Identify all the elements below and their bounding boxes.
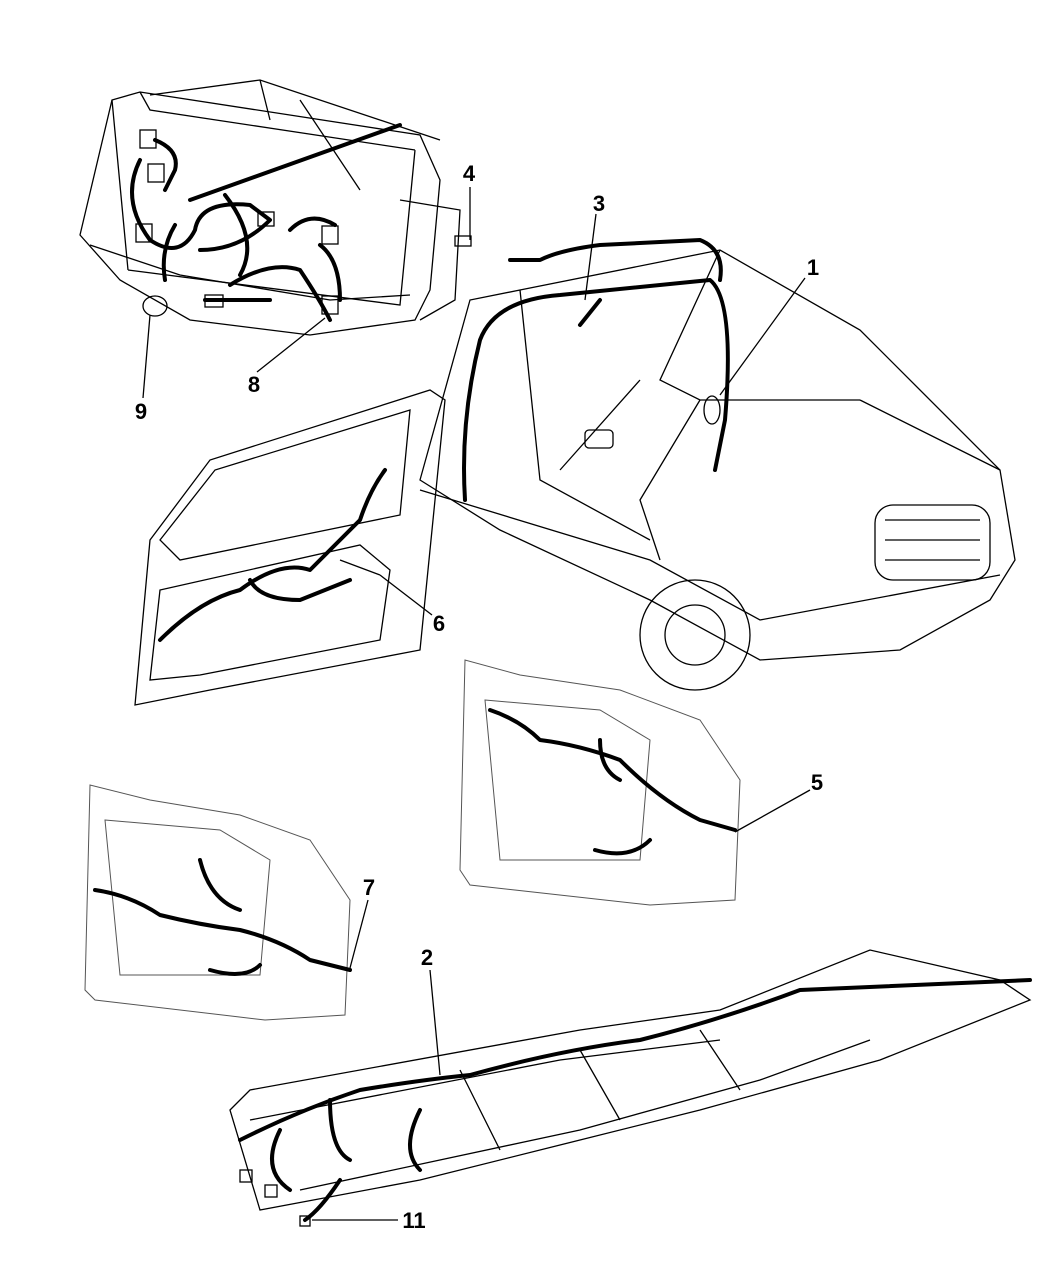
rear-door-illustration: [134, 389, 446, 706]
callout-5[interactable]: 5: [811, 770, 823, 795]
callout-6[interactable]: 6: [433, 611, 445, 636]
rear-tailgate-illustration: [79, 79, 461, 336]
chassis-frame-illustration: [229, 949, 1032, 1227]
callout-8[interactable]: 8: [248, 372, 260, 397]
callout-1[interactable]: 1: [807, 255, 819, 280]
callout-2[interactable]: 2: [421, 945, 433, 970]
callout-3[interactable]: 3: [593, 191, 605, 216]
leader-lines: [142, 187, 811, 1221]
front-door-5-illustration: [459, 659, 741, 906]
front-door-7-illustration: [84, 784, 352, 1021]
callout-4[interactable]: 4: [463, 161, 476, 186]
callout-9[interactable]: 9: [135, 399, 147, 424]
callout-7[interactable]: 7: [363, 875, 375, 900]
callout-11[interactable]: 11: [402, 1208, 425, 1233]
truck-front-illustration: [419, 235, 1016, 691]
